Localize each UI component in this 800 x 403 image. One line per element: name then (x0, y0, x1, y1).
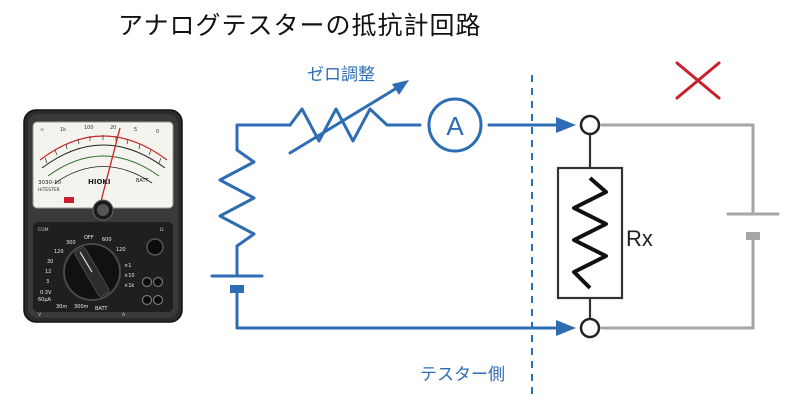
external-battery-short-plate (746, 232, 760, 240)
tester-side-label: テスター側 (420, 365, 505, 385)
meter-batt-text: BATT (136, 178, 149, 184)
external-wire-bottom (600, 237, 755, 330)
variable-resistor (288, 107, 422, 143)
analog-tester-illustration: ∞ 1k 100 20 5 0 3030-10 HiTESTER HIOKI B… (23, 109, 183, 323)
diagram-title: アナログテスターの抵抗計回路 (118, 11, 482, 40)
scale-arc-black (41, 144, 166, 169)
variable-arrow-shaft (288, 84, 402, 155)
range-selector-mark (79, 251, 93, 273)
svg-text:×10: ×10 (124, 273, 135, 279)
svg-text:300: 300 (66, 240, 76, 246)
svg-text:120: 120 (116, 247, 126, 253)
svg-text:×1k: ×1k (124, 283, 134, 289)
svg-text:5: 5 (134, 127, 137, 133)
zero-adjust-label: ゼロ調整 (307, 65, 375, 85)
svg-text:12: 12 (45, 269, 51, 275)
svg-text:100: 100 (84, 125, 94, 131)
ammeter-circle (427, 97, 483, 153)
fixed-resistor (218, 148, 256, 248)
svg-text:1k: 1k (60, 127, 66, 133)
svg-text:300m: 300m (74, 304, 89, 310)
zero-adjust-screw-inner (97, 204, 109, 216)
svg-text:600: 600 (102, 237, 112, 243)
svg-text:0.3V: 0.3V (40, 290, 52, 296)
scale-ticks (44, 135, 162, 164)
scale-arc-inner (54, 166, 153, 184)
svg-text:×1: ×1 (124, 263, 131, 269)
arrow-head-bottom-terminal (556, 320, 576, 336)
meter-product-text: HiTESTER (38, 187, 60, 193)
terminal-top (146, 238, 164, 256)
svg-text:∞: ∞ (40, 127, 44, 133)
variable-arrow-head (392, 80, 409, 95)
wire-bottom (235, 291, 572, 330)
range-labels: OFF 600 300 120 30 12 3 0.3V 60μA 30m 30… (38, 235, 135, 312)
terminal-bottom-2 (141, 294, 153, 306)
svg-text:V: V (38, 312, 42, 318)
svg-text:BATT: BATT (95, 306, 108, 312)
external-wire-top (600, 123, 755, 214)
svg-text:30m: 30m (56, 304, 67, 310)
meter-needle (99, 127, 121, 206)
wrong-cross-mark (675, 61, 721, 100)
svg-text:0: 0 (156, 129, 159, 135)
meter-model-text: 3030-10 (38, 180, 61, 186)
rx-label: Rx (626, 226, 653, 251)
terminal-bottom-1 (152, 294, 164, 306)
svg-text:Ω: Ω (160, 227, 164, 233)
meter-brand-text: HIOKI (88, 178, 110, 186)
svg-text:3: 3 (46, 279, 49, 285)
rx-resistor-zigzag (572, 176, 608, 290)
scale-number-row: ∞ 1k 100 20 5 0 (40, 125, 159, 135)
terminal-mid-2 (141, 276, 153, 288)
svg-text:120: 120 (54, 249, 64, 255)
svg-text:60μA: 60μA (38, 297, 52, 303)
terminal-mid-1 (152, 276, 164, 288)
svg-text:30: 30 (47, 259, 53, 265)
tester-circuit (210, 97, 572, 330)
svg-text:COM: COM (38, 227, 49, 233)
rx-assembly (556, 135, 624, 318)
rx-terminal-bottom (579, 317, 601, 339)
arrow-head-top-terminal (556, 117, 576, 133)
wire-top-left (235, 123, 292, 152)
ammeter-letter: A (446, 111, 464, 141)
terminal-labels: COM Ω V A (38, 227, 164, 318)
rx-terminal-top (579, 114, 601, 136)
battery-short-plate (230, 285, 244, 293)
meter-red-indicator (64, 197, 74, 203)
svg-text:20: 20 (110, 125, 116, 131)
external-circuit (600, 123, 780, 330)
svg-text:A: A (122, 312, 126, 318)
svg-text:OFF: OFF (84, 235, 94, 241)
scale-arc-green (47, 155, 160, 177)
